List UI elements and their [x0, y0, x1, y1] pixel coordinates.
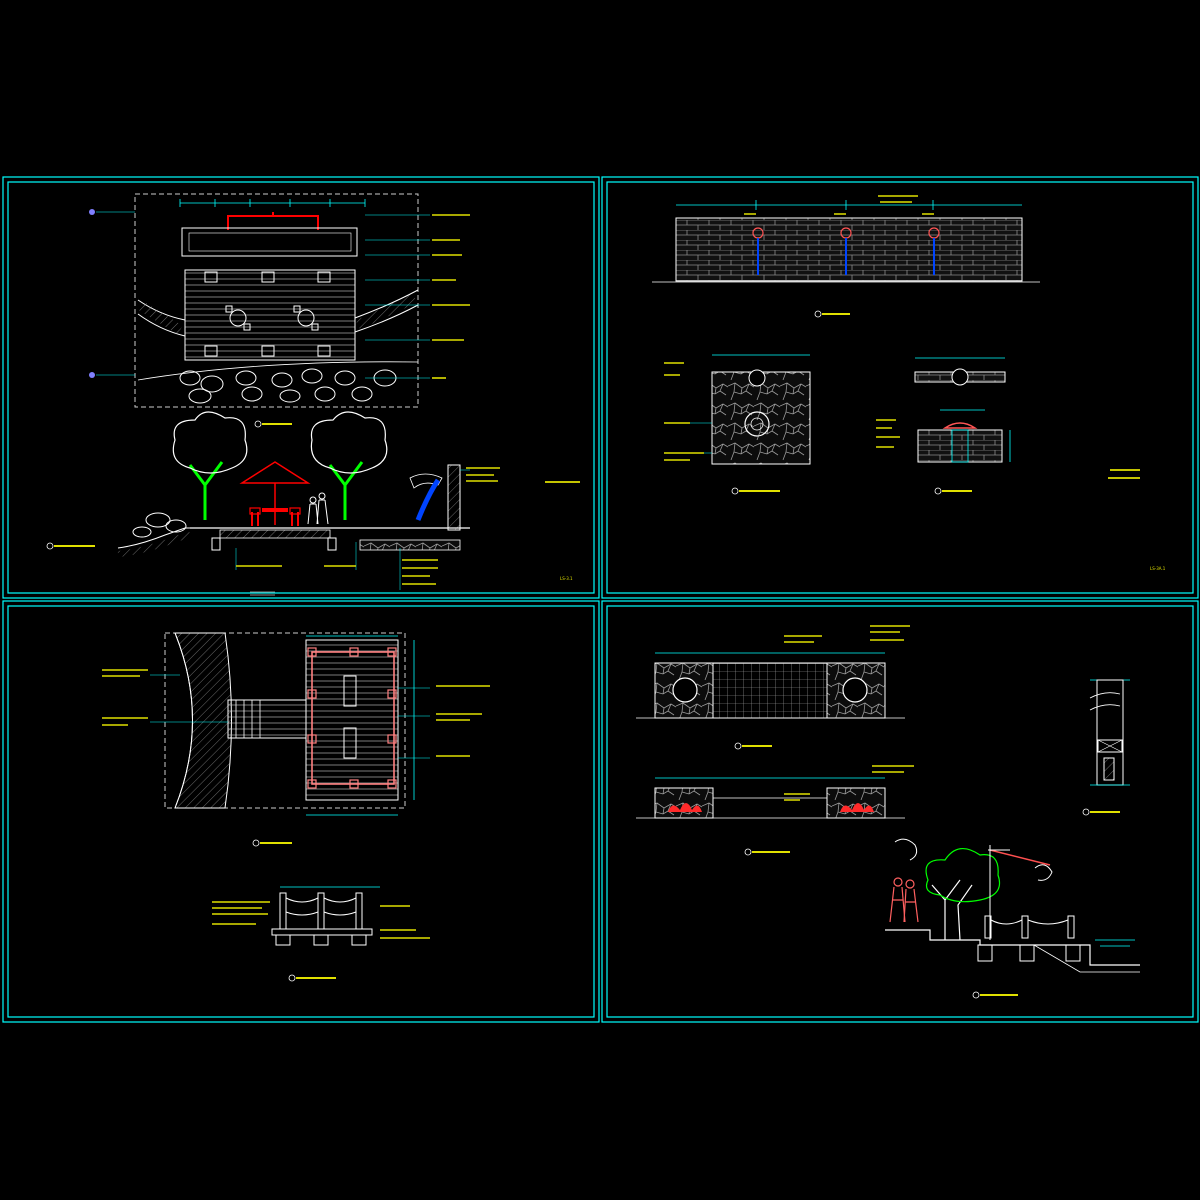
sheet4-wall-elevation-2 [636, 765, 914, 856]
sheet4-post-detail [1082, 679, 1130, 816]
sheet1-number: LS-3.1 [560, 576, 573, 581]
people-symbol [307, 492, 329, 525]
sheet2-wall-elevation [652, 195, 1040, 318]
sheet-3 [102, 632, 490, 982]
tree-left-symbol [172, 411, 248, 520]
tree-symbol [894, 838, 1053, 941]
sheet4-bridge-section [885, 838, 1140, 999]
sheet1-section-view [46, 411, 500, 596]
umbrella-table-symbol [239, 461, 311, 526]
sheet2-detail-a [664, 354, 811, 495]
sheet3-platform-plan [102, 632, 490, 847]
sheet2-number: LS-3A.1 [1150, 566, 1166, 571]
wall-fountain-1 [752, 227, 764, 275]
sheet-4 [636, 625, 1140, 999]
sheet4-wall-elevation-1 [636, 625, 910, 750]
sheet1-plan-view [89, 193, 470, 428]
wall-fountain-2 [840, 227, 852, 275]
sheet2-detail-b [876, 357, 1011, 495]
sheet-frames [2, 176, 1199, 1023]
sheet3-railing-section [212, 886, 430, 982]
tree-right-symbol [310, 411, 388, 520]
sheet-1: LS-3.1 [46, 193, 580, 596]
wall-fountain-3 [928, 227, 940, 275]
people-symbol-pair [889, 877, 919, 923]
sheet-2: LS-3A.1 [652, 195, 1166, 571]
